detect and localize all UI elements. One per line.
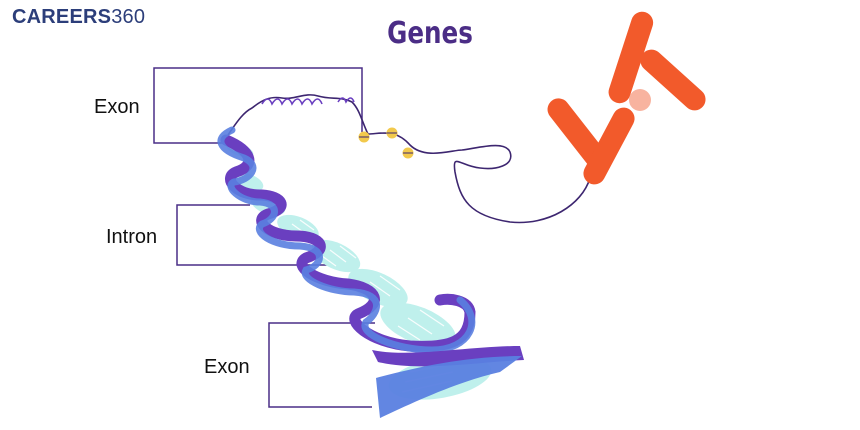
nucleosome <box>358 131 370 143</box>
label-intron: Intron <box>106 226 158 248</box>
bracket-exon-bottom <box>268 322 375 408</box>
nucleosomes <box>358 127 414 159</box>
dna-double-helix <box>217 126 524 418</box>
bracket-intron <box>176 204 328 266</box>
label-exon-bottom: Exon <box>204 356 250 378</box>
nucleosome <box>386 127 398 139</box>
bracket-exon-top <box>153 67 363 144</box>
logo-word: CAREERS <box>12 6 112 28</box>
chromosome <box>547 11 706 185</box>
logo-number: 360 <box>111 6 146 28</box>
label-exon-top: Exon <box>94 96 140 118</box>
nucleosome <box>402 147 414 159</box>
centromere <box>629 89 651 111</box>
careers360-logo: CAREERS360 <box>12 6 145 29</box>
diagram-title: Genes <box>387 16 473 51</box>
dna-thread <box>227 94 591 224</box>
